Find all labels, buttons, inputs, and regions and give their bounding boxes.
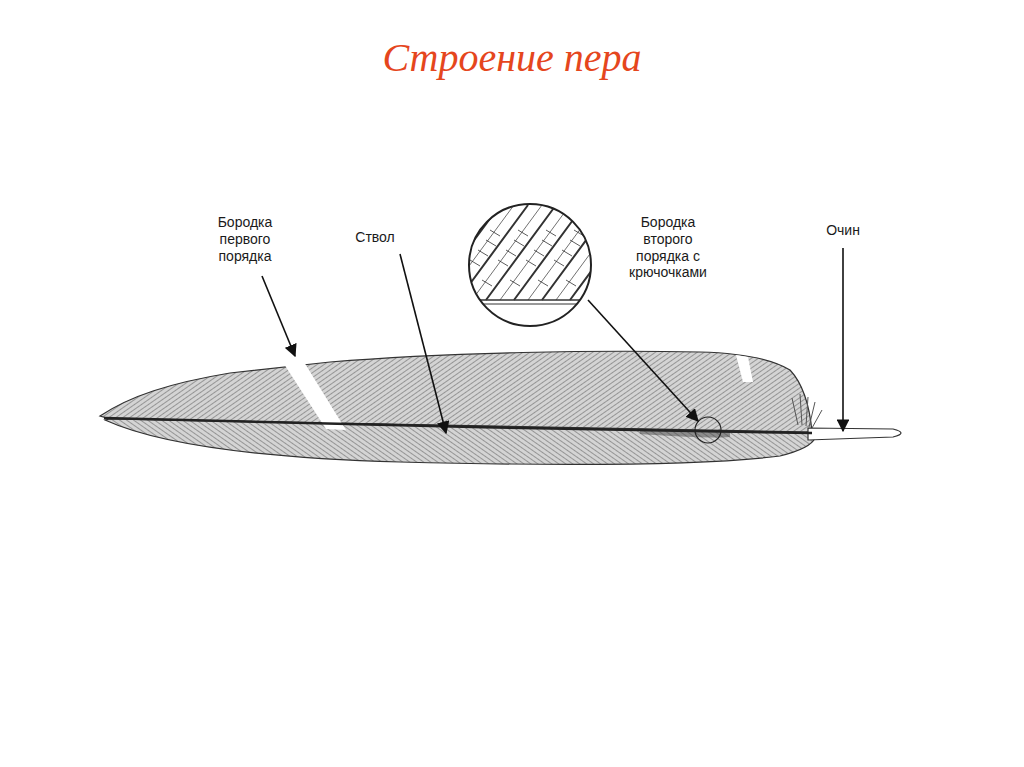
quill — [808, 428, 901, 440]
fringe — [792, 394, 822, 428]
magnified-barbs — [430, 205, 640, 304]
part-label: Бородка второго порядка с крючочками — [620, 214, 716, 281]
part-label: Очин — [812, 222, 874, 239]
shaft — [104, 418, 812, 433]
upper-vane — [100, 351, 812, 432]
leader-lines — [262, 248, 843, 433]
vane-gap — [284, 362, 346, 430]
part-label: Бородка первого порядка — [203, 214, 287, 264]
part-label: Ствол — [345, 229, 405, 246]
vane-gap — [736, 355, 753, 382]
magnifier — [469, 204, 591, 326]
slide-title: Строение пера — [0, 34, 1024, 81]
magnifier-rim — [469, 204, 591, 326]
detail-circle — [695, 417, 721, 443]
